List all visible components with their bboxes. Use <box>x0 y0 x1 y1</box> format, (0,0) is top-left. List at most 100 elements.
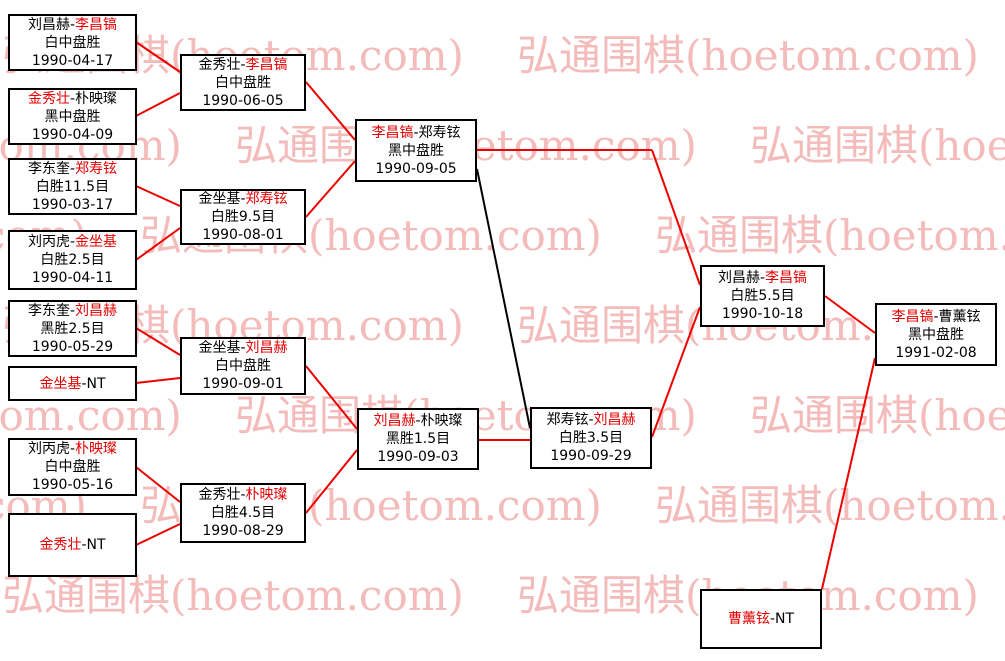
match-result: 白胜9.5目 <box>210 209 276 225</box>
winner-name: 金秀壮 <box>39 537 82 553</box>
winner-name: 李昌镐 <box>765 270 808 286</box>
match-box-r3-2: 刘昌赫-朴映璨 黑胜1.5目 1990-09-03 <box>357 408 479 470</box>
match-result: 黑中盘胜 <box>908 326 964 343</box>
match-date: 1991-02-08 <box>895 344 977 361</box>
player-name: -朴映璨 <box>69 90 118 107</box>
connector-line <box>135 41 181 73</box>
match-result: 白胜3.5目 <box>558 430 624 446</box>
match-box-r1-3: 李东奎-郑寿铉 白胜11.5目 1990-03-17 <box>8 158 137 215</box>
player-name: -朴映璨 <box>415 413 463 429</box>
winner-name: 李昌镐 <box>245 56 288 73</box>
match-date: 1990-09-03 <box>377 449 459 465</box>
player-name: 李东奎- <box>27 160 76 177</box>
match-box-final: 李昌镐-曹薰铉 黑中盘胜 1991-02-08 <box>875 303 997 366</box>
connector-line <box>135 523 181 546</box>
match-box-r2-1: 金秀壮-李昌镐 白中盘胜 1990-06-05 <box>180 54 306 111</box>
winner-name: 金秀壮 <box>27 90 70 107</box>
match-date: 1990-05-16 <box>31 477 114 493</box>
match-box-seed: 曹薰铉-NT <box>700 589 822 649</box>
player-name: 金秀壮- <box>198 56 246 73</box>
match-players: 金坐基-郑寿铉 <box>198 190 287 208</box>
match-players: 李昌镐-曹薰铉 <box>891 308 980 326</box>
match-date: 1990-08-01 <box>202 227 284 243</box>
winner-name: 郑寿铉 <box>245 191 288 207</box>
player-name: -曹薰铉 <box>933 308 981 325</box>
player-name: -NT <box>81 537 106 553</box>
match-box-r3-1: 李昌镐-郑寿铉 黑中盘胜 1990-09-05 <box>355 119 477 182</box>
winner-name: 李昌镐 <box>371 124 414 141</box>
loser-drop-line <box>476 168 531 429</box>
match-box-r2-3: 金坐基-刘昌赫 白中盘胜 1990-09-01 <box>180 337 306 395</box>
match-date: 1990-09-05 <box>375 160 457 177</box>
match-date: 1990-08-29 <box>202 523 284 539</box>
player-name: 刘丙虎- <box>27 234 76 250</box>
winner-name: 李昌镐 <box>891 308 934 325</box>
match-date: 1990-10-18 <box>721 306 804 322</box>
match-box-r2-4: 金秀壮-朴映璨 白胜4.5目 1990-08-29 <box>180 483 306 543</box>
player-name: 金坐基- <box>198 191 246 207</box>
match-result: 白中盘胜 <box>215 358 271 374</box>
match-players: 刘丙虎-金坐基 <box>28 233 117 251</box>
match-players: 金坐基-刘昌赫 <box>198 339 287 357</box>
winner-name: 刘昌赫 <box>593 412 636 428</box>
winner-name: 刘昌赫 <box>373 413 416 429</box>
match-players: 刘昌赫-李昌镐 <box>718 269 807 287</box>
match-date: 1990-04-17 <box>31 52 114 69</box>
player-name: 郑寿铉- <box>546 412 594 428</box>
match-players: 刘昌赫-朴映璨 <box>373 412 462 430</box>
match-result: 白胜11.5目 <box>35 178 110 195</box>
winner-name: 朴映璨 <box>75 441 118 457</box>
match-players: 曹薰铉-NT <box>728 610 794 628</box>
connector-line <box>135 227 181 261</box>
connector-line <box>651 306 701 438</box>
player-name: -NT <box>81 375 106 392</box>
match-players: 金坐基-NT <box>39 375 105 393</box>
player-name: 李东奎- <box>27 302 76 319</box>
match-result: 白中盘胜 <box>215 74 271 91</box>
winner-name: 金坐基 <box>39 375 82 392</box>
match-date: 1990-04-11 <box>31 270 114 286</box>
match-players: 刘昌赫-李昌镐 <box>28 16 117 34</box>
match-players: 金秀壮-李昌镐 <box>198 56 287 74</box>
match-players: 李东奎-郑寿铉 <box>28 160 117 178</box>
connector-line <box>135 327 181 356</box>
match-box-r1-2: 金秀壮-朴映璨 黑中盘胜 1990-04-09 <box>8 88 137 145</box>
match-result: 白胜5.5目 <box>730 288 795 304</box>
match-result: 黑胜2.5目 <box>40 320 105 337</box>
match-box-r1-4: 刘丙虎-金坐基 白胜2.5目 1990-04-11 <box>8 230 137 290</box>
player-name: 金秀壮- <box>198 487 246 503</box>
match-box-r2-2: 金坐基-郑寿铉 白胜9.5目 1990-08-01 <box>180 189 306 245</box>
connector-line <box>135 92 181 117</box>
match-date: 1990-05-29 <box>31 338 114 355</box>
match-box-r1-5: 李东奎-刘昌赫 黑胜2.5目 1990-05-29 <box>8 300 137 357</box>
connector-line <box>305 365 358 430</box>
connector-line <box>651 149 701 286</box>
player-name: 刘昌赫- <box>27 16 76 33</box>
player-name: 刘昌赫- <box>717 270 766 286</box>
player-name: -NT <box>769 611 795 627</box>
match-box-r5-1: 刘昌赫-李昌镐 白胜5.5目 1990-10-18 <box>700 265 825 327</box>
connector-line <box>305 160 356 218</box>
winner-name: 刘昌赫 <box>75 302 118 319</box>
match-players: 李昌镐-郑寿铉 <box>371 124 460 142</box>
match-result: 白中盘胜 <box>44 459 101 475</box>
player-name: 金坐基- <box>198 340 246 356</box>
player-name: -郑寿铉 <box>413 124 461 141</box>
winner-name: 李昌镐 <box>75 16 118 33</box>
connector-line <box>135 466 181 503</box>
winner-name: 朴映璨 <box>245 487 288 503</box>
match-result: 黑中盘胜 <box>388 142 444 159</box>
match-box-r1-7: 刘丙虎-朴映璨 白中盘胜 1990-05-16 <box>8 438 137 496</box>
connector-line <box>305 449 358 514</box>
winner-name: 刘昌赫 <box>245 340 288 356</box>
connector-line <box>821 357 876 590</box>
winner-name: 金坐基 <box>75 234 118 250</box>
match-date: 1990-03-17 <box>31 196 114 213</box>
match-players: 刘丙虎-朴映璨 <box>28 440 117 458</box>
match-players: 李东奎-刘昌赫 <box>28 302 117 320</box>
player-name: 刘丙虎- <box>27 441 76 457</box>
winner-name: 曹薰铉 <box>727 611 770 627</box>
match-date: 1990-09-29 <box>550 448 632 464</box>
match-date: 1990-04-09 <box>31 126 114 143</box>
match-players: 郑寿铉-刘昌赫 <box>546 411 635 429</box>
